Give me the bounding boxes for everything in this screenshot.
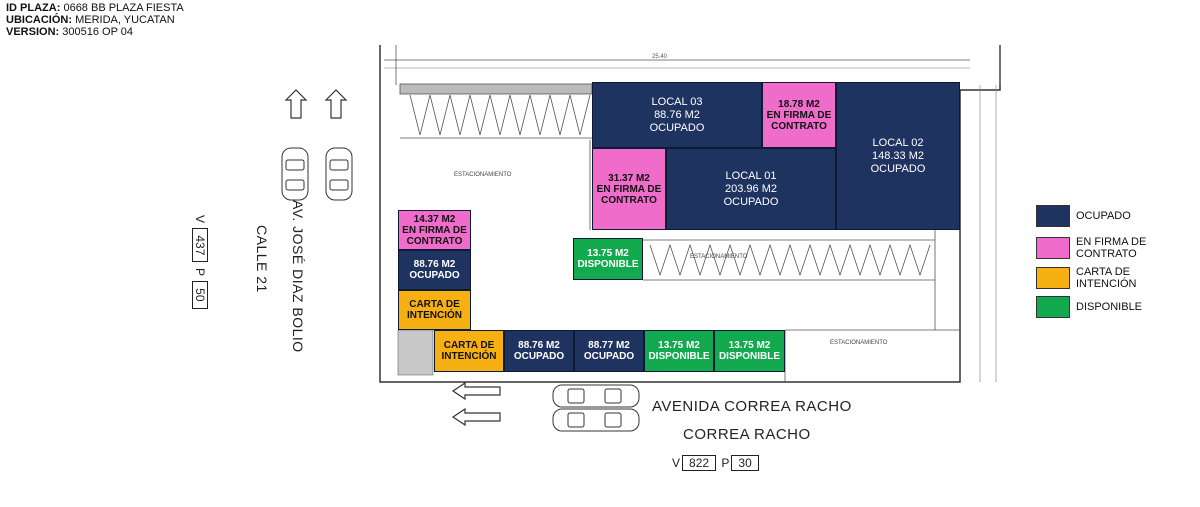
unit-13-75-bottom-a[interactable]: 13.75 M2 DISPONIBLE: [644, 330, 714, 372]
plaza-location-row: UBICACIÓN: MERIDA, YUCATAN: [6, 14, 175, 26]
side-street-label: AV. JOSÉ DIAZ BOLIO: [290, 200, 306, 353]
unit-88-76-left[interactable]: 88.76 M2 OCUPADO: [398, 250, 471, 290]
plaza-version-row: VERSION: 300516 OP 04: [6, 26, 133, 38]
plaza-id-row: ID PLAZA: 0668 BB PLAZA FIESTA: [6, 2, 184, 14]
unit-88-76-bottom[interactable]: 88.76 M2 OCUPADO: [504, 330, 574, 372]
legend-swatch: [1036, 296, 1070, 318]
calle-traffic-v: V 437: [192, 215, 208, 264]
parking-label: ESTACIONAMIENTO: [690, 254, 748, 260]
car-icon: [325, 147, 353, 201]
dimension-text: 25.40: [652, 54, 668, 60]
correa-label: CORREA RACHO: [683, 426, 811, 443]
plaza-info: ID PLAZA: 0668 BB PLAZA FIESTA UBICACIÓN…: [6, 2, 184, 38]
parking-label: ESTACIONAMIENTO: [454, 172, 512, 178]
legend-swatch: [1036, 267, 1070, 289]
legend-swatch: [1036, 237, 1070, 259]
unit-13-75-middle[interactable]: 13.75 M2 DISPONIBLE: [573, 238, 643, 280]
hatched-area: [397, 329, 434, 376]
legend-item-carta: CARTA DE INTENCIÓN: [1036, 266, 1137, 290]
legend-item-disponible: DISPONIBLE: [1036, 296, 1142, 318]
traffic-arrow-up: [284, 89, 348, 119]
parking-stalls-top: [399, 83, 593, 139]
legend-label: DISPONIBLE: [1076, 301, 1143, 313]
avenue-label: AVENIDA CORREA RACHO: [652, 398, 852, 415]
traffic-arrow-left: [451, 381, 501, 427]
parking-stalls-middle: [643, 239, 935, 281]
car-icon: [552, 408, 640, 432]
legend-item-en-firma: EN FIRMA DE CONTRATO: [1036, 236, 1146, 260]
unit-18-78[interactable]: 18.78 M2 EN FIRMA DE CONTRATO: [762, 82, 836, 148]
parking-label: ESTACIONAMIENTO: [830, 340, 888, 346]
calle-label: CALLE 21: [254, 225, 270, 293]
legend-label: EN FIRMA DE CONTRATO: [1076, 236, 1147, 260]
local-02-unit[interactable]: LOCAL 02 148.33 M2 OCUPADO: [836, 82, 960, 230]
local-03-unit[interactable]: LOCAL 03 88.76 M2 OCUPADO: [592, 82, 762, 148]
unit-31-37[interactable]: 31.37 M2 EN FIRMA DE CONTRATO: [592, 148, 666, 230]
legend-label: OCUPADO: [1076, 210, 1131, 222]
unit-88-77-bottom[interactable]: 88.77 M2 OCUPADO: [574, 330, 644, 372]
legend-label: CARTA DE INTENCIÓN: [1076, 266, 1137, 290]
car-icon: [552, 384, 640, 408]
unit-14-37[interactable]: 14.37 M2 EN FIRMA DE CONTRATO: [398, 210, 471, 250]
unit-13-75-bottom-b[interactable]: 13.75 M2 DISPONIBLE: [714, 330, 785, 372]
unit-carta-bottom[interactable]: CARTA DE INTENCIÓN: [434, 330, 504, 372]
legend-swatch: [1036, 205, 1070, 227]
legend-item-ocupado: OCUPADO: [1036, 205, 1131, 227]
local-01-unit[interactable]: LOCAL 01 203.96 M2 OCUPADO: [666, 148, 836, 230]
unit-carta-left[interactable]: CARTA DE INTENCIÓN: [398, 290, 471, 330]
car-icon: [281, 147, 309, 201]
calle-traffic-p: P 50: [192, 268, 208, 311]
